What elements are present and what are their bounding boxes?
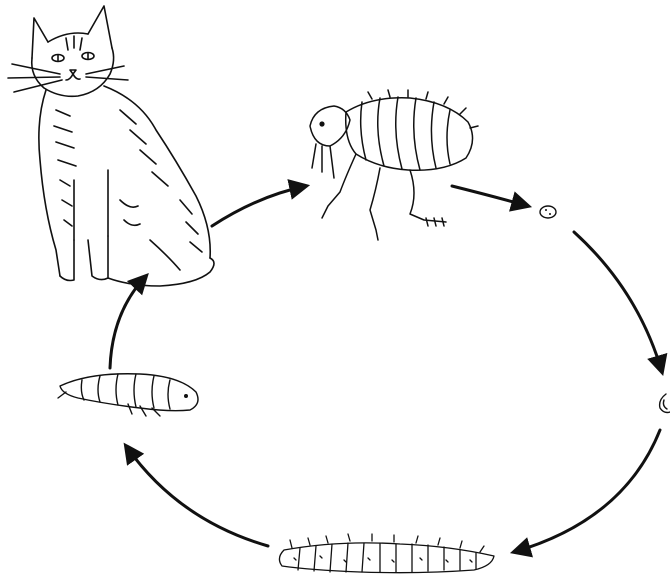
larva-icon xyxy=(279,534,494,573)
arrow-egg-to-hatching xyxy=(574,232,662,372)
pupa-icon xyxy=(58,374,198,416)
arrow-larva-to-pupa xyxy=(126,446,268,546)
cat-icon xyxy=(8,6,214,286)
arrow-flea-to-egg xyxy=(452,186,528,206)
arrow-hatching-to-larva xyxy=(514,430,660,552)
arrow-cat-to-flea xyxy=(212,186,306,226)
egg-icon xyxy=(540,206,556,218)
egg-hatching-icon xyxy=(660,394,670,413)
adult-flea-icon xyxy=(310,90,478,240)
arrow-pupa-to-cat xyxy=(110,276,146,368)
cycle-arrows xyxy=(110,186,662,552)
